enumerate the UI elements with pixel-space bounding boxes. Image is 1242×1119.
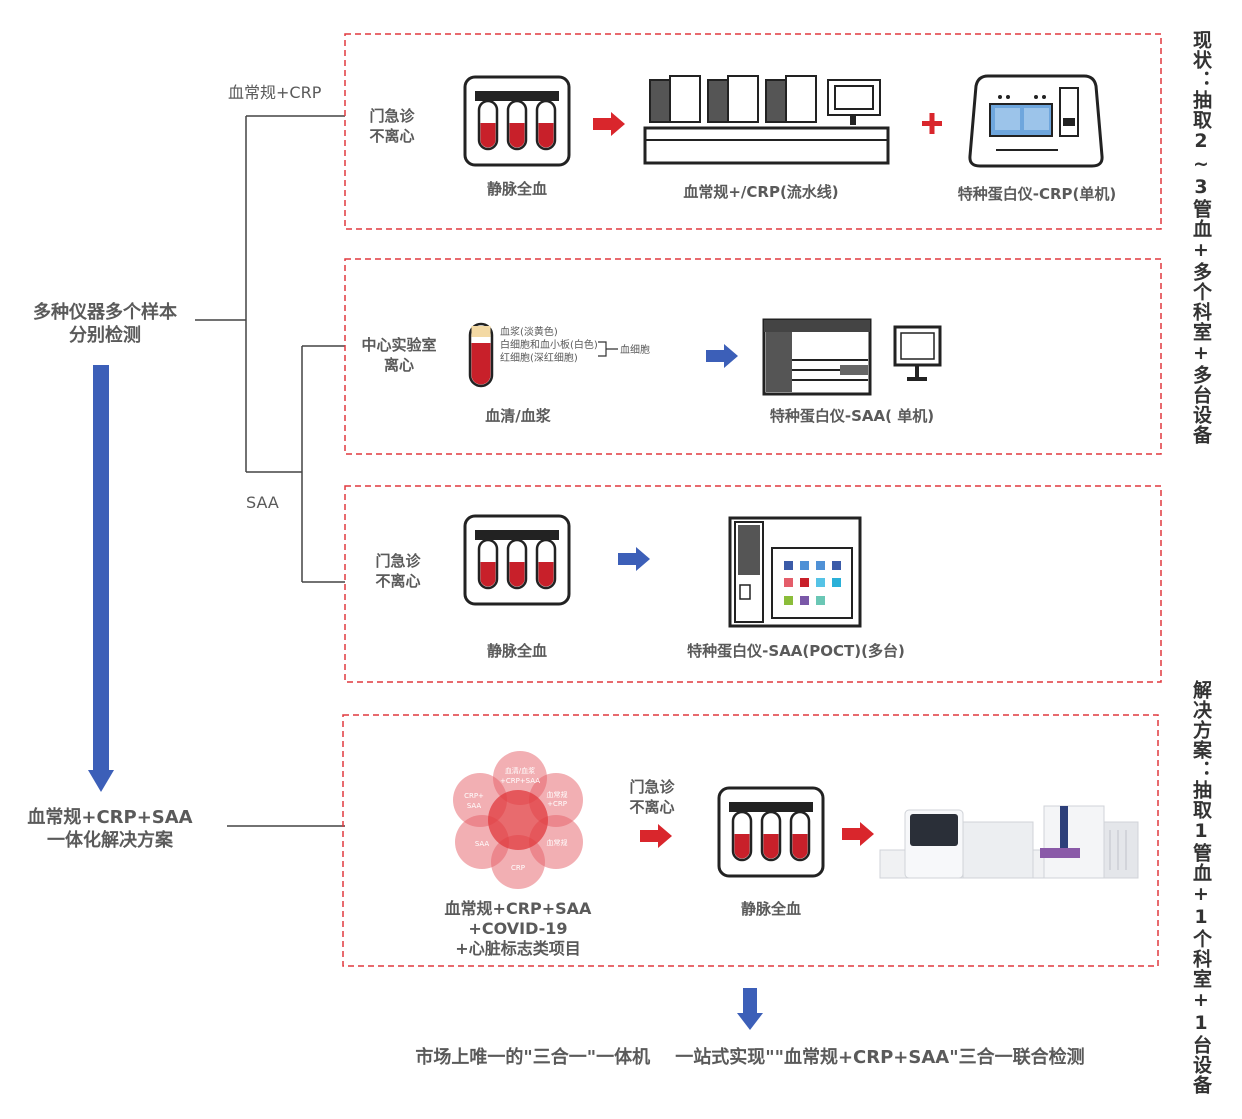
box2-device: 特种蛋白仪-SAA( 单机) — [770, 407, 934, 425]
box1-device2: 特种蛋白仪-CRP(单机) — [958, 185, 1117, 203]
current-label-line1: 多种仪器多个样本 — [33, 301, 177, 323]
box3-sample: 静脉全血 — [487, 642, 547, 660]
pipeline-analyzer-icon — [643, 75, 890, 165]
petal-left-top-line1: CRP+ — [464, 792, 484, 800]
solution-label-line1: 血常规+CRP+SAA — [27, 806, 192, 828]
solution-vertical: 解决方案：抽取1管血+1个科室+1台设备 — [1190, 680, 1212, 1095]
box2-blue-arrow-icon — [706, 344, 738, 368]
box4-tube-rack-icon — [717, 786, 825, 878]
box3-dept-line1: 门急诊 — [375, 552, 421, 570]
down-arrow-bottom — [737, 988, 763, 1030]
box1-dept-line2: 不离心 — [369, 127, 414, 145]
box4-red-arrow-icon — [640, 824, 672, 848]
box4-dept-line1: 门急诊 — [629, 778, 675, 796]
solution-label-line2: 一体化解决方案 — [47, 829, 174, 851]
petal-bottom: CRP — [511, 864, 525, 872]
box4-items-line3: +心脏标志类项目 — [455, 939, 580, 958]
box2-dept-line1: 中心实验室 — [361, 336, 436, 354]
branch-label-saa: SAA — [246, 493, 279, 512]
down-arrow-left — [88, 365, 114, 792]
petal-right-bottom: 血常规 — [547, 838, 568, 847]
dashed-box-1 — [344, 33, 1162, 230]
test-items-flower — [453, 751, 583, 889]
box3-device: 特种蛋白仪-SAA(POCT)(多台) — [687, 642, 905, 660]
petal-right-top-line2: +CRP — [547, 800, 567, 808]
layer-rbc: 红细胞(深红细胞) — [500, 351, 578, 364]
petal-top-line1: 血清/血浆 — [505, 766, 535, 775]
box4-red-arrow-icon-2 — [842, 822, 874, 846]
crp-analyzer-icon — [968, 74, 1104, 168]
box3-tube-rack-icon — [463, 514, 571, 606]
box1-dept-line1: 门急诊 — [369, 107, 415, 125]
petal-left-bottom: SAA — [475, 840, 490, 848]
plus-icon — [922, 113, 942, 134]
petal-right-top-line1: 血常规 — [547, 790, 568, 799]
box4-dept-line2: 不离心 — [629, 798, 674, 816]
box3-dept-line2: 不离心 — [375, 572, 420, 590]
centrifuged-tube-icon — [468, 322, 494, 388]
petal-left-top-line2: SAA — [467, 802, 482, 810]
box1-sample: 静脉全血 — [487, 180, 547, 198]
box4-items-line1: 血常规+CRP+SAA — [445, 899, 593, 918]
box4-items-line2: +COVID-19 — [468, 919, 567, 938]
box1-tube-rack-icon — [463, 75, 571, 167]
box3-blue-arrow-icon — [618, 547, 650, 571]
cells-bracket — [598, 341, 618, 357]
dashed-box-2 — [344, 258, 1162, 455]
petal-top-line2: +CRP+SAA — [500, 777, 540, 785]
box4-sample: 静脉全血 — [741, 900, 801, 918]
tree-connectors — [195, 115, 345, 827]
current-status-vertical: 现状：抽取2~3管血+多个科室+多台设备 — [1190, 30, 1212, 445]
layer-wbc: 白细胞和血小板(白色) — [500, 338, 598, 351]
box2-dept-line2: 离心 — [384, 356, 414, 374]
box1-red-arrow-icon — [593, 112, 625, 136]
dashed-box-3 — [344, 485, 1162, 683]
cells-label: 血细胞 — [620, 343, 650, 356]
box1-device1: 血常规+/CRP(流水线) — [683, 183, 838, 201]
layer-plasma: 血浆(淡黄色) — [500, 325, 558, 338]
bottom-summary: 市场上唯一的"三合一"一体机 一站式实现""血常规+CRP+SAA"三合一联合检… — [415, 1046, 1084, 1068]
box2-sample: 血清/血浆 — [485, 407, 551, 425]
branch-label-crp: 血常规+CRP — [228, 83, 322, 102]
dashed-box-4 — [342, 714, 1159, 967]
saa-analyzer-icon — [762, 318, 942, 396]
current-label-line2: 分别检测 — [69, 324, 141, 346]
poct-analyzer-icon — [728, 516, 862, 628]
integrated-analyzer-image — [879, 805, 1139, 879]
